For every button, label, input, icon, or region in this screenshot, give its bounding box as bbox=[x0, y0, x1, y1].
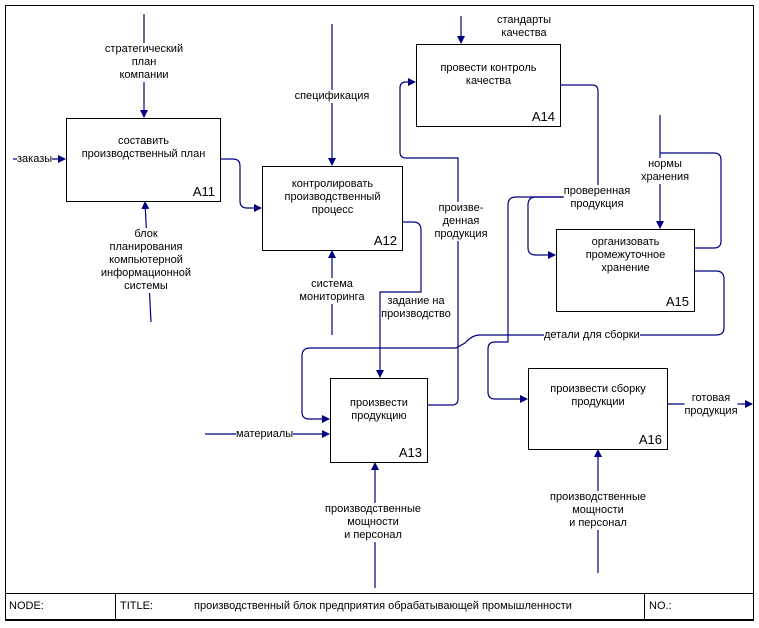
label-quality-standards: стандарты качества bbox=[497, 14, 551, 40]
label-monitoring: система мониторинга bbox=[299, 278, 365, 304]
arrow-a15-feedback bbox=[660, 152, 722, 249]
label-planning-unit: блок планирования компьютерной информаци… bbox=[100, 228, 192, 293]
arrow-checked-to-a16 bbox=[487, 196, 598, 403]
footer-node-label: NODE: bbox=[9, 600, 44, 612]
footer-no-cell: NO.: bbox=[645, 594, 753, 619]
label-strategic-plan: стратегический план компании bbox=[104, 43, 184, 82]
label-orders: заказы bbox=[17, 153, 53, 166]
arrow-a14-output bbox=[561, 84, 599, 193]
label-produced-product: произве- денная продукция bbox=[434, 202, 488, 241]
label-materials: материалы bbox=[236, 428, 294, 441]
activity-box-a12[interactable]: контролировать производственный процесс … bbox=[262, 166, 403, 251]
label-capacity-a16: производственные мощности и персонал bbox=[550, 491, 646, 530]
arrow-a11-a12 bbox=[221, 158, 262, 212]
footer-title-text: производственный блок предприятия обраба… bbox=[194, 600, 572, 612]
activity-title: произвести продукцию bbox=[350, 397, 408, 422]
label-storage-norms: нормы хранения bbox=[640, 158, 690, 184]
activity-number: A15 bbox=[665, 294, 689, 309]
footer-node-cell: NODE: bbox=[6, 594, 116, 619]
activity-number: A13 bbox=[398, 445, 422, 460]
activity-number: A14 bbox=[531, 109, 555, 124]
label-assembly-parts: детали для сборки bbox=[544, 329, 640, 342]
footer-title-cell: TITLE: производственный блок предприятия… bbox=[116, 594, 645, 619]
activity-box-a16[interactable]: произвести сборку продукции A16 bbox=[528, 368, 668, 450]
arrow-assembly-parts bbox=[301, 270, 725, 423]
arrow-produced-product bbox=[399, 78, 459, 406]
label-production-task: задание на производство bbox=[381, 295, 451, 321]
label-specification: спецификация bbox=[294, 90, 370, 103]
label-checked-product: проверенная продукция bbox=[563, 185, 631, 211]
diagram-frame bbox=[5, 5, 754, 621]
activity-number: A11 bbox=[192, 184, 215, 199]
activity-title: провести контроль качества bbox=[440, 62, 537, 87]
label-finished-product: готовая продукция bbox=[684, 392, 738, 418]
activity-title: произвести сборку продукции bbox=[550, 383, 646, 408]
footer-title-label: TITLE: bbox=[120, 600, 154, 612]
arrow-production-task bbox=[376, 221, 422, 378]
activity-box-a15[interactable]: организовать промежуточное хранение A15 bbox=[556, 229, 695, 312]
activity-box-a14[interactable]: провести контроль качества A14 bbox=[416, 44, 561, 127]
activity-title: составить производственный план bbox=[81, 135, 206, 160]
diagram-footer: NODE: TITLE: производственный блок предп… bbox=[5, 593, 754, 620]
activity-number: A16 bbox=[638, 432, 662, 447]
activity-title: контролировать производственный процесс bbox=[284, 178, 381, 216]
footer-no-label: NO.: bbox=[649, 600, 672, 612]
activity-title: организовать промежуточное хранение bbox=[585, 236, 666, 274]
activity-box-a11[interactable]: составить производственный план A11 bbox=[66, 118, 221, 202]
label-capacity-a13: производственные мощности и персонал bbox=[325, 503, 421, 542]
activity-number: A12 bbox=[373, 233, 397, 248]
activity-box-a13[interactable]: произвести продукцию A13 bbox=[330, 378, 428, 463]
